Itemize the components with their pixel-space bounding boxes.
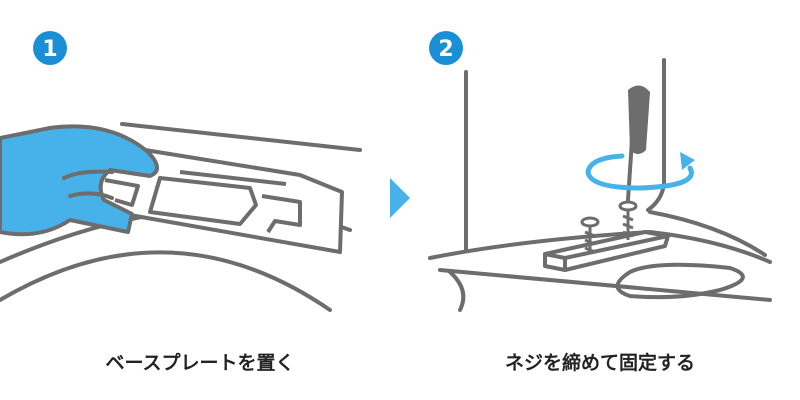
step-1-badge: 1 xyxy=(33,31,67,65)
base-plate-2 xyxy=(543,230,670,272)
rotation-arrow-icon xyxy=(585,152,695,191)
screw-left xyxy=(580,216,600,254)
toilet-back-edge-1 xyxy=(120,122,362,152)
step-2-panel: 2 xyxy=(428,31,772,312)
step-1-caption: ベースプレートを置く xyxy=(105,352,295,374)
step-2-badge: 2 xyxy=(429,31,463,65)
step-1-panel: 1 xyxy=(0,31,362,312)
screwdriver-illustration xyxy=(626,85,650,202)
next-step-arrow xyxy=(390,178,410,218)
step-2-caption: ネジを締めて固定する xyxy=(504,352,695,374)
step-1-number: 1 xyxy=(42,37,57,62)
hand-finger-lines xyxy=(62,169,114,200)
step-2-number: 2 xyxy=(438,37,453,62)
